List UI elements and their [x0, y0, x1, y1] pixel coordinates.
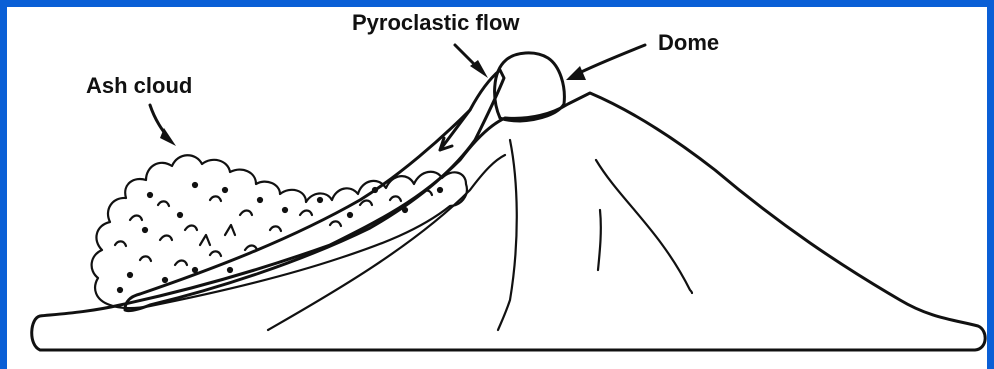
pyroclastic-flow-label: Pyroclastic flow: [352, 10, 520, 35]
ash-cloud: [92, 155, 467, 308]
ridge-line-far-right: [596, 160, 692, 293]
flow-arrow: [440, 110, 470, 150]
ash-cloud-label: Ash cloud: [86, 73, 192, 98]
pyroclastic-flow: [125, 70, 504, 311]
dome-arrowhead: [566, 66, 586, 80]
dome-label: Dome: [658, 30, 719, 55]
ridge-line-right: [598, 210, 601, 270]
dome-arrow: [575, 45, 645, 75]
ridge-line-center: [498, 140, 517, 330]
volcano-outline: [32, 93, 985, 350]
